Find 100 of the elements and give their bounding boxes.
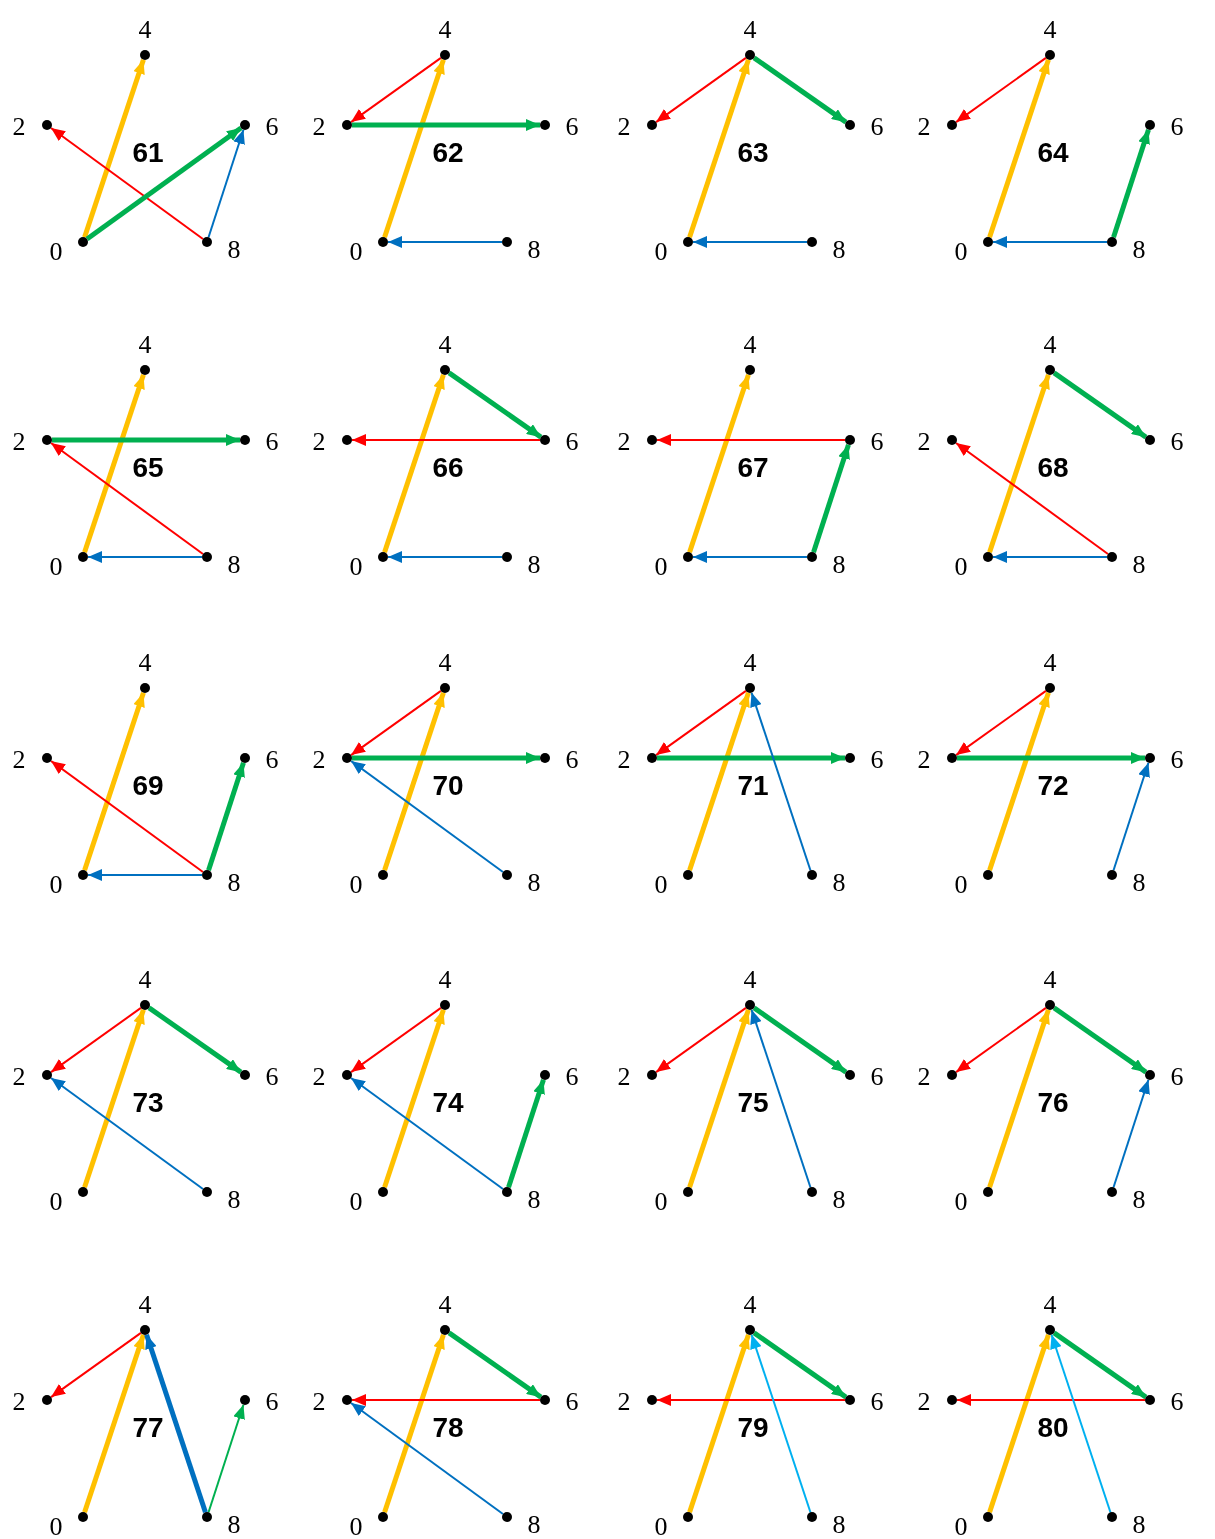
vertex-label: 0 bbox=[349, 872, 363, 898]
arrow bbox=[1050, 1333, 1112, 1514]
vertex-label: 0 bbox=[49, 239, 63, 265]
vertex-label: 2 bbox=[917, 1064, 931, 1090]
arrow bbox=[147, 1005, 243, 1075]
vertex-label: 8 bbox=[1132, 552, 1146, 578]
arrow bbox=[811, 444, 851, 553]
vertex-label: 8 bbox=[1132, 237, 1146, 263]
arrow bbox=[750, 691, 812, 872]
vertex-label: 8 bbox=[1132, 1187, 1146, 1213]
arrow bbox=[52, 434, 240, 446]
arrow bbox=[352, 752, 540, 764]
vertex-label: 4 bbox=[743, 967, 757, 993]
vertex-label: 4 bbox=[138, 650, 152, 676]
arrow bbox=[82, 1008, 146, 1189]
vertex-label: 6 bbox=[565, 747, 579, 773]
vertex-label: 6 bbox=[565, 429, 579, 455]
vertex-label: 4 bbox=[1043, 1292, 1057, 1318]
arrow bbox=[1112, 761, 1150, 872]
arrow bbox=[692, 551, 808, 563]
graph-number: 76 bbox=[1037, 1089, 1069, 1117]
vertex-label: 0 bbox=[654, 239, 668, 265]
arrow bbox=[987, 58, 1051, 239]
arrow bbox=[351, 434, 541, 446]
arrow bbox=[687, 1333, 751, 1514]
vertex-label: 4 bbox=[1043, 967, 1057, 993]
arrow bbox=[82, 1333, 146, 1514]
vertex-label: 0 bbox=[654, 554, 668, 580]
vertex-label: 4 bbox=[1043, 332, 1057, 358]
arrow bbox=[382, 373, 446, 554]
arrow bbox=[207, 128, 245, 239]
vertex-label: 6 bbox=[1170, 747, 1184, 773]
graph-number: 78 bbox=[432, 1414, 464, 1442]
vertex-label: 6 bbox=[265, 747, 279, 773]
vertex-label: 6 bbox=[565, 114, 579, 140]
vertex-label: 6 bbox=[265, 429, 279, 455]
arrow bbox=[506, 1079, 546, 1188]
graph-number: 72 bbox=[1037, 772, 1069, 800]
arrow bbox=[750, 1008, 812, 1189]
vertex-label: 2 bbox=[12, 114, 26, 140]
vertex-label: 0 bbox=[954, 554, 968, 580]
vertex-label: 6 bbox=[1170, 114, 1184, 140]
vertex-label: 6 bbox=[265, 1064, 279, 1090]
vertex-label: 4 bbox=[138, 17, 152, 43]
vertex-label: 6 bbox=[265, 114, 279, 140]
arrow bbox=[50, 1076, 204, 1191]
vertex-label: 6 bbox=[870, 747, 884, 773]
vertex-label: 2 bbox=[12, 1064, 26, 1090]
vertex-label: 0 bbox=[49, 554, 63, 580]
graph-number: 64 bbox=[1037, 139, 1069, 167]
arrow bbox=[1112, 1078, 1150, 1189]
arrow bbox=[50, 126, 204, 241]
vertex-label: 8 bbox=[527, 237, 541, 263]
vertex-label: 0 bbox=[49, 1189, 63, 1215]
arrow bbox=[750, 1333, 812, 1514]
arrow bbox=[655, 56, 747, 124]
vertex-label: 8 bbox=[832, 870, 846, 896]
vertex-label: 6 bbox=[565, 1389, 579, 1415]
vertex-label: 6 bbox=[870, 114, 884, 140]
arrow bbox=[955, 1006, 1047, 1074]
vertex-label: 6 bbox=[870, 1389, 884, 1415]
arrow bbox=[987, 1333, 1051, 1514]
arrow bbox=[687, 58, 751, 239]
vertex-label: 0 bbox=[654, 872, 668, 898]
vertex-label: 2 bbox=[12, 747, 26, 773]
graph-number: 62 bbox=[432, 139, 464, 167]
arrow bbox=[752, 55, 848, 125]
vertex-label: 8 bbox=[527, 552, 541, 578]
vertex-label: 4 bbox=[743, 17, 757, 43]
arrow bbox=[350, 1006, 442, 1074]
graph-number: 69 bbox=[132, 772, 164, 800]
arrow bbox=[350, 689, 442, 757]
graph-number: 63 bbox=[737, 139, 769, 167]
vertex-label: 0 bbox=[49, 1514, 63, 1539]
arrow bbox=[1052, 1330, 1148, 1400]
arrow bbox=[382, 691, 446, 872]
graph-number: 74 bbox=[432, 1089, 464, 1117]
vertex-label: 8 bbox=[832, 552, 846, 578]
arrow bbox=[382, 58, 446, 239]
vertex-label: 8 bbox=[832, 237, 846, 263]
arrow bbox=[752, 1330, 848, 1400]
arrow bbox=[956, 1394, 1146, 1406]
arrow bbox=[387, 551, 503, 563]
vertex-label: 2 bbox=[917, 114, 931, 140]
graph-number: 75 bbox=[737, 1089, 769, 1117]
vertex-label: 2 bbox=[312, 1389, 326, 1415]
vertex-label: 0 bbox=[954, 872, 968, 898]
arrow bbox=[82, 373, 146, 554]
vertex-label: 4 bbox=[438, 332, 452, 358]
arrow bbox=[351, 1394, 541, 1406]
arrow bbox=[50, 759, 204, 874]
vertex-label: 8 bbox=[227, 1187, 241, 1213]
vertex-label: 2 bbox=[12, 1389, 26, 1415]
arrow bbox=[955, 441, 1109, 556]
arrow bbox=[382, 1008, 446, 1189]
arrow bbox=[387, 236, 503, 248]
arrow bbox=[382, 1333, 446, 1514]
vertex-label: 0 bbox=[954, 1514, 968, 1539]
arrow bbox=[87, 869, 203, 881]
vertex-label: 4 bbox=[138, 967, 152, 993]
